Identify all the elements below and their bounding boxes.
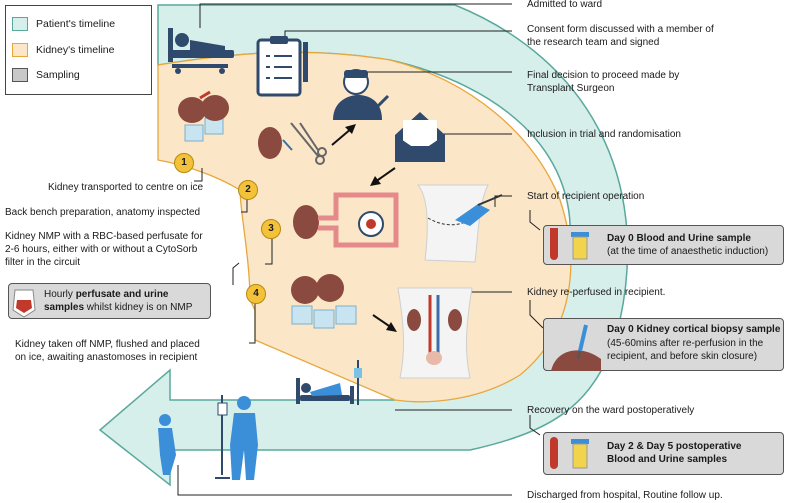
arrow-to-surgeon (331, 127, 353, 146)
nmp-circuit-icon (293, 192, 399, 248)
blood-urine-tubes-icon (550, 228, 589, 260)
biopsy-title: Day 0 Kidney cortical biopsy sample (607, 324, 781, 335)
perfusate-bold2: samples (44, 302, 85, 313)
event-start-operation: Start of recipient operation (527, 191, 645, 202)
consent-clipboard-icon (256, 36, 308, 97)
postop-title-line2: Blood and Urine samples (607, 454, 728, 465)
legend-item-sampling: Sampling (12, 67, 80, 83)
legend-swatch-kidney (12, 43, 28, 57)
kidney-step3-line3: filter in the circuit (5, 257, 81, 268)
day0-blood-urine-subtitle: (at the time of anaesthetic induction) (607, 246, 769, 257)
postop-tubes-icon (550, 437, 589, 469)
kidney-step4-line1: Kidney taken off NMP, flushed and placed (15, 339, 200, 350)
kidney-on-ice-icon (178, 90, 229, 142)
step-badge-3: 3 (261, 219, 281, 239)
postop-title-line1: Day 2 & Day 5 postoperative (607, 441, 742, 452)
biopsy-needle-icon (551, 324, 601, 371)
biopsy-subtitle-line1: (45-60mins after re-perfusion in the (607, 338, 764, 349)
event-decision-line2: Transplant Surgeon (527, 83, 615, 94)
perfusate-sample-line2: samples whilst kidney is on NMP (44, 302, 192, 314)
legend-item-kidney: Kidney's timeline (12, 42, 114, 58)
perfusate-sample-line1: Hourly perfusate and urine (44, 289, 169, 301)
hospital-bed-icon (168, 28, 234, 74)
sample-box-day0-blood-urine: Day 0 Blood and Urine sample (at the tim… (543, 225, 784, 265)
walking-patient-icons (158, 395, 258, 480)
sample-box-biopsy: Day 0 Kidney cortical biopsy sample (45-… (543, 318, 784, 371)
kidney-step4-line2: on ice, awaiting anastomoses in recipien… (15, 352, 198, 363)
kidney-step3-line2: 2-6 hours, either with or without a Cyto… (5, 244, 198, 255)
step-badge-2: 2 (238, 180, 258, 200)
biopsy-subtitle-line2: recipient, and before skin closure) (607, 351, 758, 362)
legend-label-patient: Patient's timeline (36, 18, 116, 30)
kidney-step1-text: Kidney transported to centre on ice (48, 182, 204, 193)
legend-swatch-sampling (12, 68, 28, 82)
event-consent-line1: Consent form discussed with a member of (527, 24, 714, 35)
kidney-scissors-icon (258, 122, 327, 165)
event-decision-line1: Final decision to proceed made by (527, 70, 680, 81)
legend-item-patient: Patient's timeline (12, 16, 115, 32)
event-reperfused: Kidney re-perfused in recipient. (527, 287, 666, 298)
surgeon-icon (333, 69, 390, 120)
perfusate-bold1: perfusate and urine (75, 289, 169, 300)
event-consent-line2: the research team and signed (527, 37, 660, 48)
sample-box-perfusate: Hourly perfusate and urine samples whils… (8, 283, 211, 319)
envelope-icon (395, 112, 445, 162)
legend-label-kidney: Kidney's timeline (36, 44, 115, 56)
kidney-step2-text: Back bench preparation, anatomy inspecte… (5, 207, 201, 218)
legend: Patient's timeline Kidney's timeline Sam… (5, 5, 152, 95)
perfusate-prefix: Hourly (44, 289, 76, 300)
perfusate-suffix: whilst kidney is on NMP (84, 302, 193, 313)
day0-blood-urine-title: Day 0 Blood and Urine sample (607, 233, 751, 244)
perfusate-bag-icon (12, 289, 36, 318)
event-inclusion: Inclusion in trial and randomisation (527, 129, 681, 140)
legend-swatch-patient (12, 17, 28, 31)
legend-label-sampling: Sampling (36, 69, 80, 81)
step-badge-4: 4 (246, 284, 266, 304)
kidney-ice-storage-icon (291, 274, 357, 329)
event-admitted: Admitted to ward (527, 0, 603, 10)
arrow-to-nmp (374, 167, 396, 183)
event-discharged: Discharged from hospital, Routine follow… (527, 490, 723, 501)
kidney-step3-line1: Kidney NMP with a RBC-based perfusate fo… (5, 231, 203, 242)
recipient-kidney-icon (397, 287, 473, 379)
patient-in-bed-icon (296, 360, 362, 405)
step-badge-1: 1 (174, 153, 194, 173)
sample-box-postop: Day 2 & Day 5 postoperative Blood and Ur… (543, 432, 784, 475)
event-recovery: Recovery on the ward postoperatively (527, 405, 695, 416)
abdomen-incision-icon (416, 184, 503, 263)
